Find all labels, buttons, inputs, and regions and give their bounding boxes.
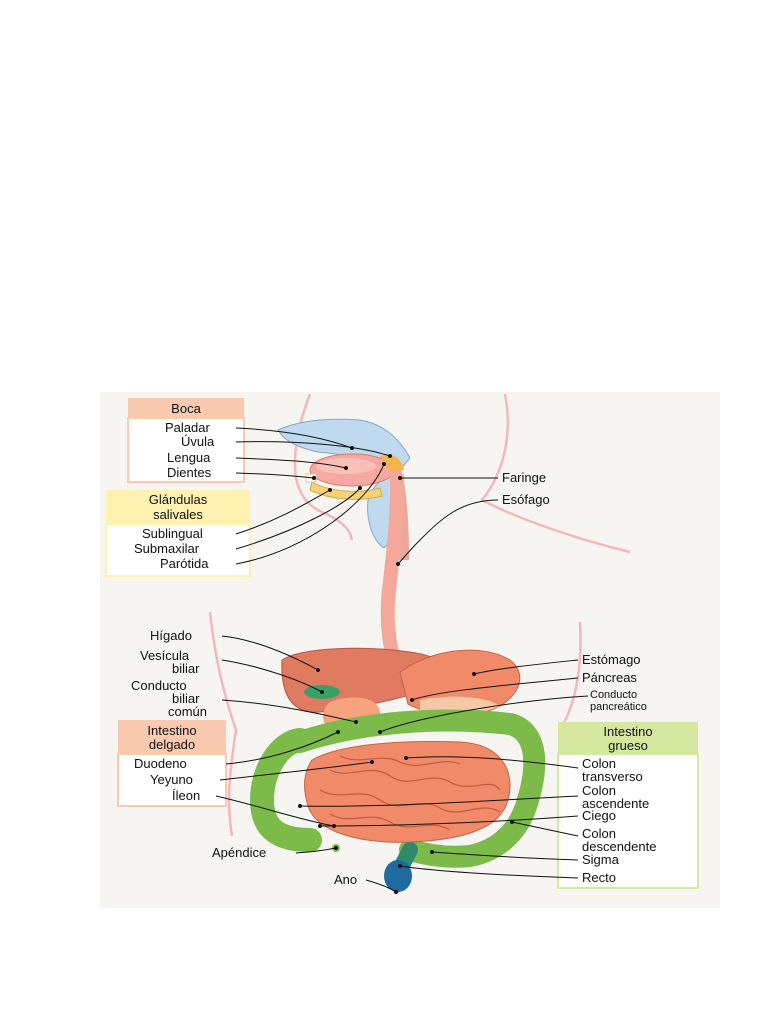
label-sigma: Sigma (582, 852, 620, 867)
label-pancreas: Páncreas (582, 670, 637, 685)
label-vesicula-line2: biliar (172, 661, 200, 676)
label-estomago: Estómago (582, 652, 641, 667)
label-lengua: Lengua (167, 450, 211, 465)
label-faringe: Faringe (502, 470, 546, 485)
label-ano: Ano (334, 872, 357, 887)
group-title-intestino-grueso-line2: grueso (608, 738, 648, 753)
label-colon-descendente-line1: Colon (582, 826, 616, 841)
label-esofago: Esófago (502, 492, 550, 507)
label-apendice: Apéndice (212, 845, 266, 860)
group-title-glandulas-line2: salivales (153, 507, 203, 522)
label-ciego: Ciego (582, 808, 616, 823)
label-submaxilar: Submaxilar (134, 541, 200, 556)
label-vesicula-line1: Vesícula (140, 648, 190, 663)
group-title-glandulas-line1: Glándulas (149, 492, 208, 507)
group-title-intestino-delgado-line2: delgado (149, 737, 195, 752)
label-conducto-biliar-line1: Conducto (131, 678, 187, 693)
label-colon-descendente-line2: descendente (582, 839, 656, 854)
label-ileon: Íleon (172, 788, 200, 803)
label-recto: Recto (582, 870, 616, 885)
group-boxes (105, 398, 699, 889)
group-title-intestino-grueso-line1: Intestino (603, 724, 652, 739)
label-yeyuno: Yeyuno (150, 772, 193, 787)
label-uvula: Úvula (181, 434, 215, 449)
group-title-boca: Boca (171, 401, 201, 416)
label-colon-transverso-line2: transverso (582, 769, 643, 784)
label-conducto-pancreatico-line2: pancreático (590, 701, 647, 713)
abdomen-organs (249, 647, 546, 892)
label-higado: Hígado (150, 628, 192, 643)
label-parotida: Parótida (160, 556, 209, 571)
label-duodeno: Duodeno (134, 756, 187, 771)
group-title-intestino-delgado-line1: Intestino (147, 723, 196, 738)
label-conducto-biliar-line3: común (168, 704, 207, 719)
label-dientes: Dientes (167, 465, 212, 480)
label-sublingual: Sublingual (142, 526, 203, 541)
label-conducto-pancreatico-line1: Conducto (590, 689, 637, 701)
label-colon-ascendente-line2: ascendente (582, 796, 649, 811)
leader-lines (215, 427, 589, 894)
label-conducto-biliar-line2: biliar (172, 691, 200, 706)
label-paladar: Paladar (165, 420, 210, 435)
label-colon-ascendente-line1: Colon (582, 783, 616, 798)
label-colon-transverso-line1: Colon (582, 756, 616, 771)
